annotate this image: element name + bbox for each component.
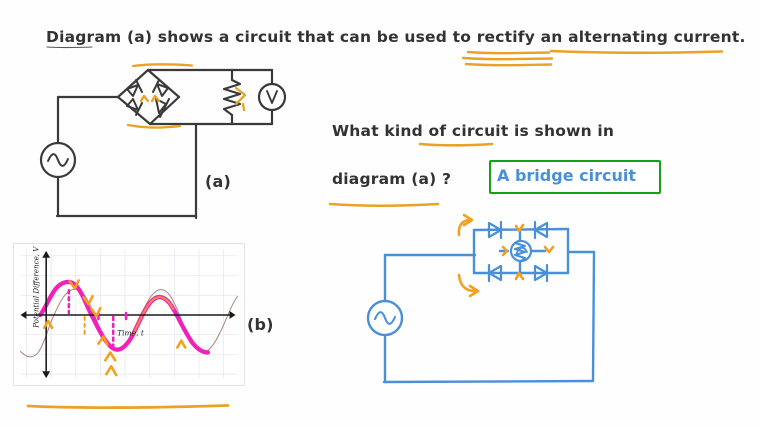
underline-diagram-a [328,202,440,207]
underline-diagram [46,46,93,49]
bridge-edge-right-bottom [148,95,181,126]
answer-box [489,160,661,194]
orange-check-3 [90,306,102,318]
y-axis-arrow-down [42,371,51,379]
orange-check-1 [68,279,80,290]
underline-alternating-current [549,49,724,55]
orange-check-6 [104,351,117,362]
voltmeter-a [257,82,287,112]
blue-wire-right [591,250,596,383]
ac-source-sine-a [47,153,69,167]
blue-meter [509,239,533,263]
annot-a-check-2 [150,94,161,103]
orange-check-5 [97,335,109,346]
voltmeter-glyph-v [266,90,278,104]
orange-check-7 [105,364,118,377]
bridge-edge-top-right [146,68,181,99]
blue-annot-check-top [514,223,525,233]
underline-rectify-3 [464,62,553,67]
annot-a-arrow [234,86,247,106]
blue-ac-sine [373,311,397,325]
x-axis-arrow-right [229,311,236,319]
bridge-edge-bottom-left [116,95,152,126]
blue-annot-check-left [501,245,509,257]
peak-markers [67,289,128,348]
figure-label-a: (a) [205,172,232,191]
underline-rectify-2 [461,56,554,61]
underline-rectify-1 [466,50,551,55]
question-line1: What kind of circuit is shown in [332,122,615,140]
grid-lines [20,249,238,379]
x-axis-arrow-left [20,311,27,319]
figure-label-b: (b) [247,315,274,334]
blue-resistor [513,238,527,264]
x-axis-label: Time, t [117,329,145,338]
annot-a-arrow-tail [241,102,246,112]
blue-annot-arrow-bottom-head [468,284,480,298]
blue-annot-arrow-top-head [462,213,474,227]
axes [22,252,234,377]
blue-meter-needle [515,246,528,256]
orange-check-2 [82,294,94,306]
underline-circuit [418,142,494,147]
diode-upper-left [126,79,143,97]
annot-a-check-1 [139,94,150,103]
annot-a-bottom-highlight [126,123,182,129]
blue-diode-top-right [533,220,549,240]
faint-sine-curve [20,288,238,358]
orange-check-8 [176,339,187,349]
resistor-a [222,78,242,117]
underline-below-graph [26,404,230,410]
blue-ac-source [366,299,404,337]
blue-annot-arrow-top [457,218,472,237]
traced-sine-orange-accent [131,296,175,336]
y-axis-arrow-up [42,250,51,258]
blue-annot-arrow-bottom [457,273,477,293]
blue-wire-bottom [382,379,595,384]
ac-source-a [39,141,77,179]
blue-annot-check-right [543,245,555,254]
answer-text: A bridge circuit [497,166,636,185]
blue-annot-check-bottom [514,271,525,281]
traced-sine-curve [38,279,211,355]
diode-lower-left [126,98,143,116]
y-axis-label: Potential Difference, V [31,246,40,329]
diode-lower-right [155,98,170,118]
blue-diode-bottom-right [533,263,549,283]
graph-svg: Potential Difference, V Time, t [20,246,238,379]
question-line2: diagram (a) ? [332,170,452,188]
bridge-edge-left-top [116,68,150,99]
blue-diode-top-left [487,220,503,240]
blue-bridge-top [472,227,570,232]
annot-a-top-highlight [131,63,194,68]
orange-annotations-graph [42,279,187,377]
orange-check-4 [42,319,54,330]
prompt-text: Diagram (a) shows a circuit that can be … [46,28,746,46]
diode-upper-right [152,79,169,97]
graph-panel-b: Potential Difference, V Time, t [13,243,245,386]
blue-diode-bottom-left [487,263,503,283]
